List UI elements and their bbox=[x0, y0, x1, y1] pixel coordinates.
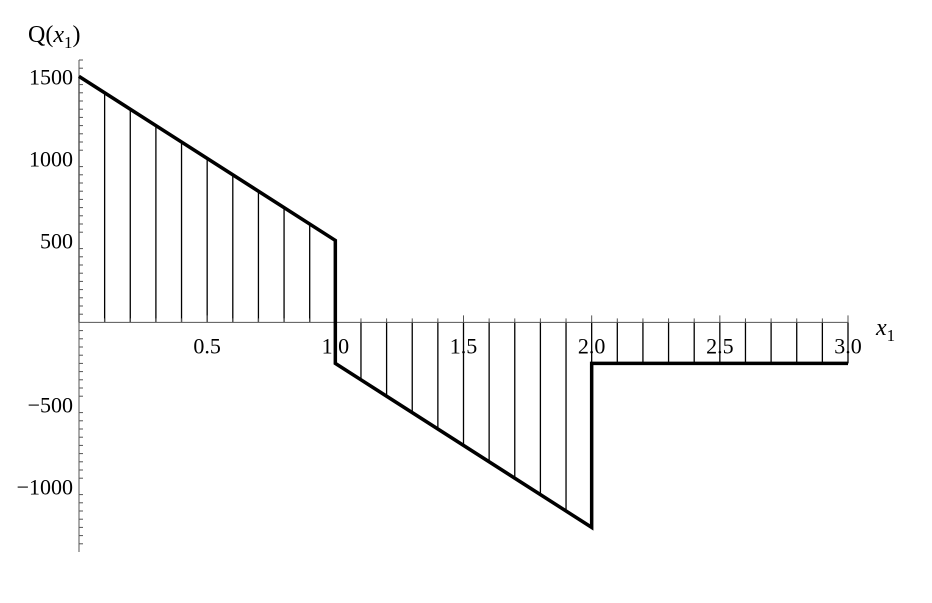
y-axis-title: Q(x1) bbox=[28, 22, 80, 52]
y-axis-title-prefix: Q( bbox=[28, 22, 53, 48]
y-axis-title-subscript: 1 bbox=[64, 33, 73, 52]
y-tick-label: 1000 bbox=[29, 146, 73, 171]
y-axis-title-suffix: ) bbox=[72, 22, 80, 48]
y-axis-title-var: x bbox=[52, 22, 64, 48]
x-tick-label: 2.5 bbox=[706, 333, 734, 358]
x-axis-title-subscript: 1 bbox=[887, 326, 896, 345]
x-tick-label: 3.0 bbox=[834, 333, 862, 358]
y-tick-label: 500 bbox=[40, 228, 73, 253]
x-axis-title: x1 bbox=[875, 315, 895, 345]
x-tick-label: 1.0 bbox=[322, 333, 350, 358]
hatch-lines bbox=[78, 76, 849, 528]
y-tick-label: −1000 bbox=[17, 474, 73, 499]
x-tick-label: 1.5 bbox=[450, 333, 478, 358]
tick-labels: 0.5 1.0 1.5 2.0 2.5 3.0 1500 1000 500 −500 −1000 bbox=[17, 64, 862, 499]
series-line bbox=[78, 74, 848, 531]
x-tick-label: 2.0 bbox=[578, 333, 606, 358]
axes bbox=[78, 60, 848, 552]
x-tick-label: 0.5 bbox=[193, 333, 221, 358]
axis-ticks bbox=[79, 59, 849, 545]
y-tick-label: −500 bbox=[28, 392, 73, 417]
y-tick-label: 1500 bbox=[29, 64, 73, 89]
x-axis-title-var: x bbox=[875, 315, 887, 341]
